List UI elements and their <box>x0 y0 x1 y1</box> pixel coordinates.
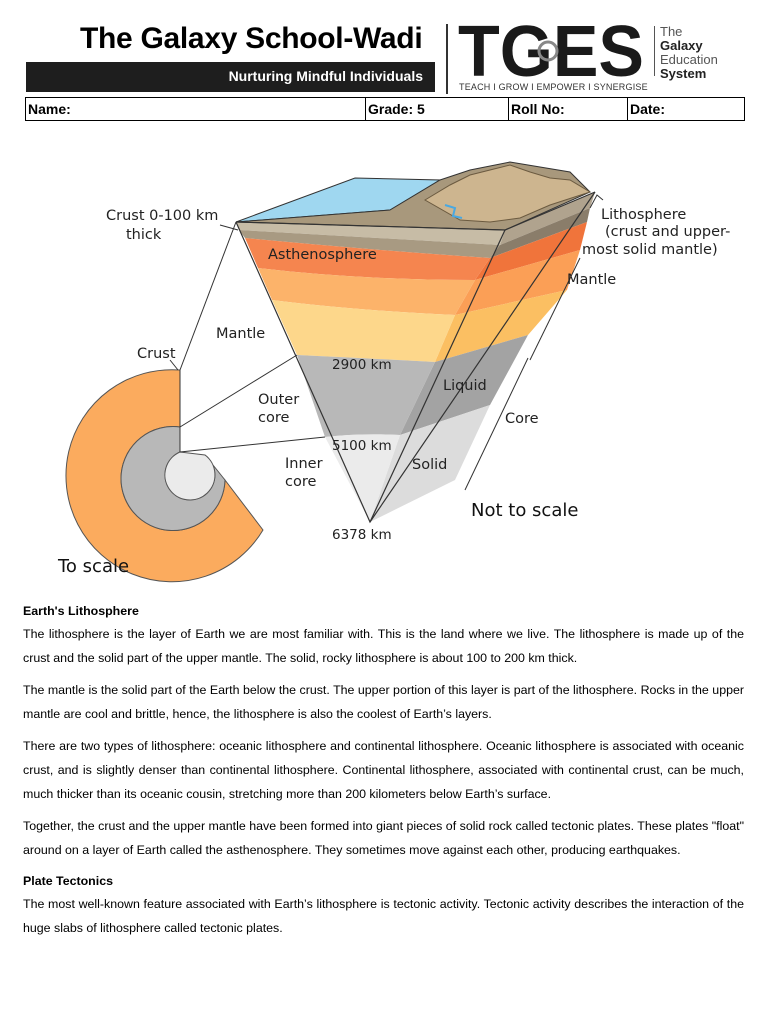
pointer-crust <box>169 359 179 371</box>
label-liquid: Liquid <box>443 378 487 394</box>
label-crust-thick-1: Crust 0-100 km <box>106 208 218 224</box>
label-mantle-right: Mantle <box>567 272 616 288</box>
wedge-right-face-band1 <box>490 208 590 258</box>
wedge-left-face-crust <box>236 222 505 245</box>
logo-swirl-icon <box>537 40 559 62</box>
wedge-outline-front-edge <box>369 229 506 523</box>
label-lithosphere-3: most solid mantle) <box>582 242 718 258</box>
label-depth-6378: 6378 km <box>332 527 392 543</box>
label-to-scale: To scale <box>57 556 129 577</box>
tges-logo: TGES <box>458 18 644 80</box>
wedge-right-face-asthenosphere <box>475 222 587 280</box>
to-scale-inner-core <box>164 451 216 501</box>
bracket-mantle <box>529 257 581 361</box>
logo-line-galaxy: Galaxy <box>660 38 703 53</box>
school-motto: Nurturing Mindful Individuals <box>228 68 423 84</box>
content-body: Earth's Lithosphere The lithosphere is t… <box>23 600 744 948</box>
heading-lithosphere: Earth's Lithosphere <box>23 604 139 618</box>
name-field[interactable]: Name: <box>26 98 366 120</box>
label-lithosphere-2: (crust and upper- <box>605 224 730 240</box>
heading-plate-tectonics: Plate Tectonics <box>23 874 113 888</box>
logo-divider <box>654 26 655 76</box>
grade-field[interactable]: Grade: 5 <box>366 98 509 120</box>
logo-tagline: TEACH I GROW I EMPOWER I SYNERGISE <box>459 82 648 92</box>
paragraph-3: There are two types of lithosphere: ocea… <box>23 739 744 801</box>
label-outer-core-2: core <box>258 410 289 426</box>
date-field[interactable]: Date: <box>630 101 666 117</box>
wedge-right-face-inner-core <box>370 405 490 522</box>
wedge-left-face-band1 <box>239 230 500 258</box>
header-divider <box>446 24 448 94</box>
roll-no-field[interactable]: Roll No: <box>509 98 628 120</box>
bracket-core <box>464 357 529 491</box>
label-crust: Crust <box>137 346 176 362</box>
label-not-to-scale: Not to scale <box>471 500 578 521</box>
pointer-crust-thick <box>219 224 239 231</box>
wedge-right-face-crust <box>500 192 595 245</box>
wedge-right-face-mantle-lower <box>435 290 567 362</box>
label-solid: Solid <box>412 457 447 473</box>
paragraph-5: The most well-known feature associated w… <box>23 897 744 935</box>
label-inner-core-1: Inner <box>285 456 323 472</box>
earth-layers-diagram: Crust 0-100 km thick Lithosphere (crust … <box>57 161 730 583</box>
student-info-row: Name: Grade: 5 Roll No: Date: <box>25 97 745 121</box>
wedge-right-face-mantle-upper <box>455 250 580 315</box>
wedge-left-face-mantle-lower <box>272 300 455 362</box>
label-lithosphere-1: Lithosphere <box>601 207 686 223</box>
paragraph-2: The mantle is the solid part of the Eart… <box>23 683 744 721</box>
label-mantle-left: Mantle <box>216 326 265 342</box>
logo-line-the: The <box>660 24 683 39</box>
label-inner-core-2: core <box>285 474 316 490</box>
logo-system-text: The Galaxy Education System <box>660 25 718 81</box>
school-name: The Galaxy School-Wadi <box>80 22 423 55</box>
bracket-lithosphere <box>589 194 604 209</box>
logo-letters: TGES <box>458 18 644 80</box>
label-depth-5100: 5100 km <box>332 438 392 454</box>
wedge-left-face-mantle-upper <box>258 268 475 315</box>
label-depth-2900: 2900 km <box>332 357 392 373</box>
paragraph-4: Together, the crust and the upper mantle… <box>23 819 744 857</box>
mountains <box>424 164 592 223</box>
connector-outer-core <box>179 354 298 428</box>
label-outer-core-1: Outer <box>258 392 299 408</box>
wedge-left-face-outer-core <box>297 355 435 437</box>
motto-bar: Nurturing Mindful Individuals <box>26 62 435 92</box>
paragraph-1: The lithosphere is the layer of Earth we… <box>23 627 744 665</box>
logo-line-system: System <box>660 66 707 81</box>
label-core: Core <box>505 411 539 427</box>
river <box>444 204 463 219</box>
wedge-left-face-inner-core <box>325 434 400 522</box>
label-asthenosphere: Asthenosphere <box>268 247 377 263</box>
connector-inner-core <box>179 436 326 453</box>
logo-line-education: Education <box>660 52 718 67</box>
wedge-left-face-asthenosphere <box>245 238 490 280</box>
label-crust-thick-2: thick <box>126 227 162 243</box>
connector-crust <box>179 221 237 371</box>
